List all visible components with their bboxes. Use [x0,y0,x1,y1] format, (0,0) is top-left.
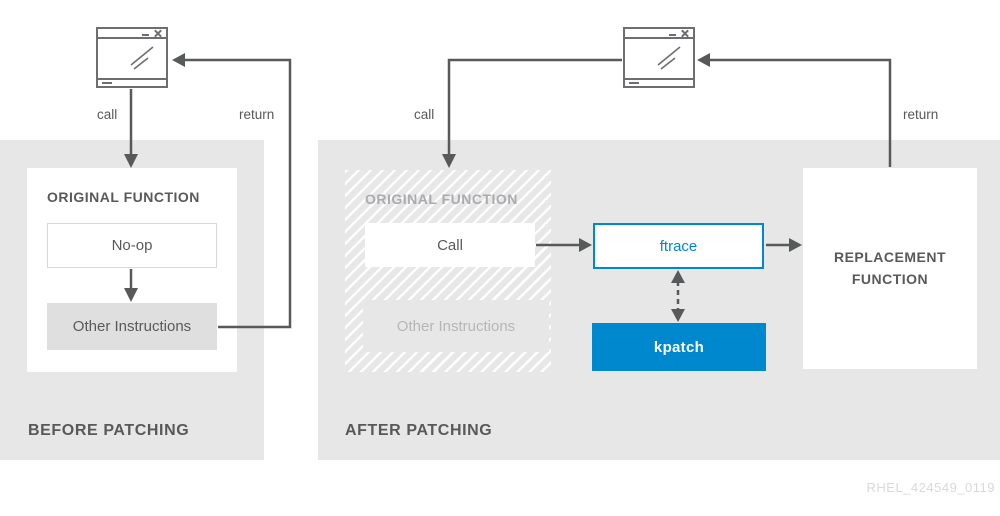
dash-icon [102,82,112,84]
minimize-icon [142,33,149,36]
after-call-label: call [414,107,435,122]
before-app-window-icon [96,27,168,88]
after-patching-label: AFTER PATCHING [345,422,493,439]
after-other-instructions-box: Other Instructions [363,300,549,352]
dash-icon [629,82,639,84]
after-return-arrowhead [697,53,710,67]
kpatch-box: kpatch [592,323,766,371]
close-icon [681,29,689,37]
before-patching-label: BEFORE PATCHING [28,422,190,439]
window-body [625,39,693,78]
after-original-function-box: ORIGINAL FUNCTION Call Other Instruction… [345,170,551,372]
before-return-label: return [239,107,275,122]
watermark-text: RHEL_424549_0119 [866,480,995,495]
window-body [98,39,166,78]
call-box: Call [365,223,535,267]
after-original-function-title: ORIGINAL FUNCTION [365,191,518,207]
noop-box: No-op [47,223,217,268]
before-return-arrowhead [172,53,185,67]
before-original-function-box: ORIGINAL FUNCTION No-op Other Instructio… [27,168,237,372]
before-original-function-title: ORIGINAL FUNCTION [47,189,200,205]
minimize-icon [669,33,676,36]
after-app-window-icon [623,27,695,88]
replacement-function-box: REPLACEMENT FUNCTION [803,168,977,369]
window-titlebar [625,29,693,39]
close-icon [154,29,162,37]
ftrace-box: ftrace [593,223,764,269]
window-statusbar [98,78,166,86]
window-titlebar [98,29,166,39]
before-call-label: call [97,107,118,122]
pencil-icon [130,46,154,70]
window-statusbar [625,78,693,86]
before-other-instructions-box: Other Instructions [47,303,217,350]
after-return-label: return [903,107,939,122]
pencil-icon [657,46,681,70]
